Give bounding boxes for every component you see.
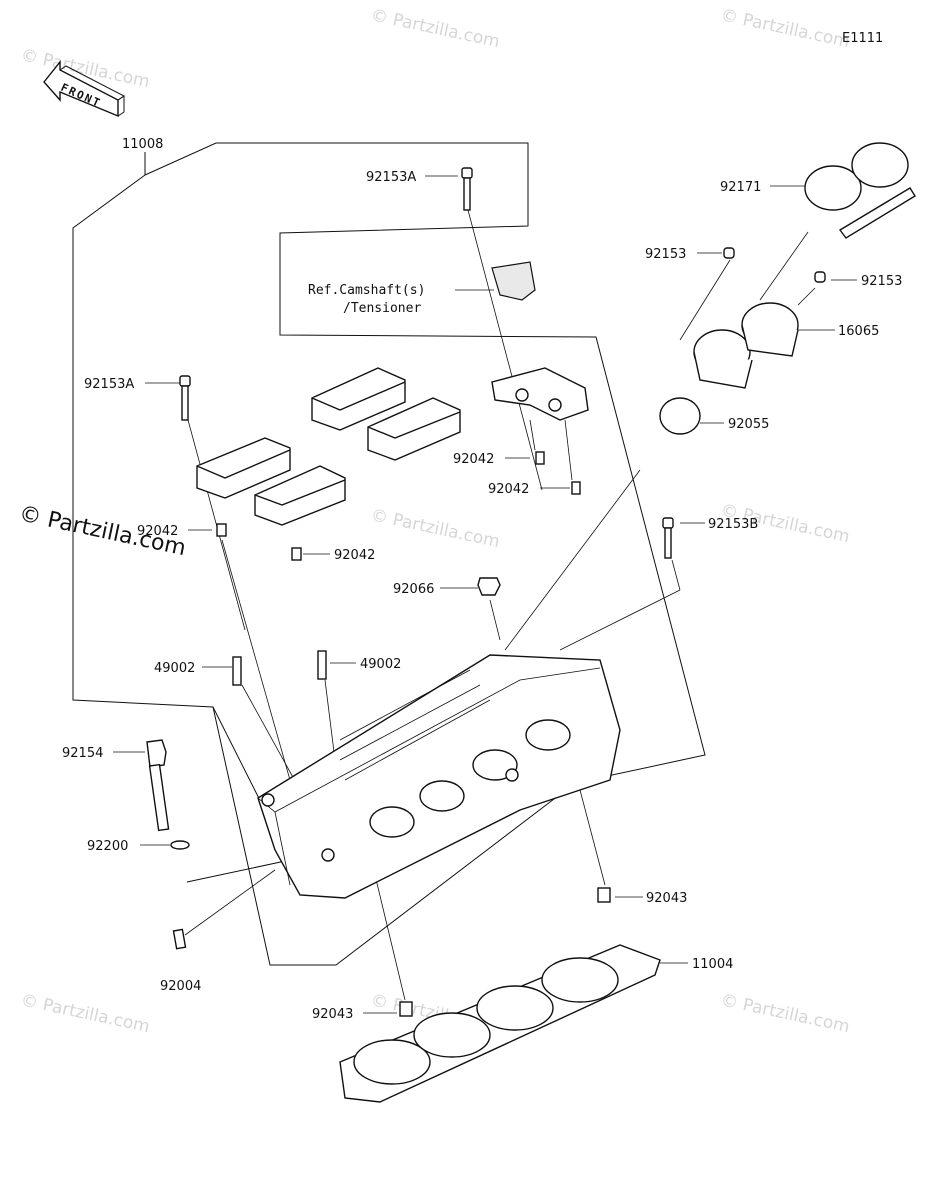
part-label: 92042	[453, 452, 494, 467]
watermark: © Partzilla.com	[719, 990, 851, 1037]
intake-parts	[659, 142, 916, 435]
watermark: © Partzilla.com	[719, 5, 851, 52]
part-label: 92153A	[366, 170, 416, 185]
watermark: © Partzilla.com	[19, 990, 151, 1037]
watermark: © Partzilla.com	[369, 505, 501, 552]
part-label: 49002	[154, 661, 195, 676]
part-labels: 11008 92153A 92153A 92171 92153 92153 16…	[62, 137, 902, 1022]
part-label: 92200	[87, 839, 128, 854]
leader-lines	[113, 175, 857, 1014]
cylinder-head	[257, 654, 621, 899]
part-label: 92153	[645, 247, 686, 262]
part-label: 92066	[393, 582, 434, 597]
ref-note-line1: Ref.Camshaft(s)	[308, 283, 425, 298]
part-label: 92171	[720, 180, 761, 195]
head-gasket	[339, 944, 661, 1103]
part-label: 92055	[728, 417, 769, 432]
part-label: 92153	[861, 274, 902, 289]
small-parts	[146, 167, 674, 1017]
part-label: 16065	[838, 324, 879, 339]
ref-note-line2: /Tensioner	[343, 301, 421, 316]
cam-caps	[196, 261, 589, 526]
part-label: 49002	[360, 657, 401, 672]
watermark: © Partzilla.com	[369, 5, 501, 52]
part-label: 11004	[692, 957, 733, 972]
part-label: 92042	[488, 482, 529, 497]
part-label: 92153B	[708, 517, 758, 532]
part-label: 92004	[160, 979, 201, 994]
part-label: 11008	[122, 137, 163, 152]
part-label: 92154	[62, 746, 103, 761]
part-label: 92153A	[84, 377, 134, 392]
diagram-code: E1111	[842, 31, 883, 46]
part-label: 92043	[312, 1007, 353, 1022]
part-label: 92042	[334, 548, 375, 563]
part-label: 92042	[137, 524, 178, 539]
assembly-frame-11008	[72, 142, 706, 966]
part-label: 92043	[646, 891, 687, 906]
